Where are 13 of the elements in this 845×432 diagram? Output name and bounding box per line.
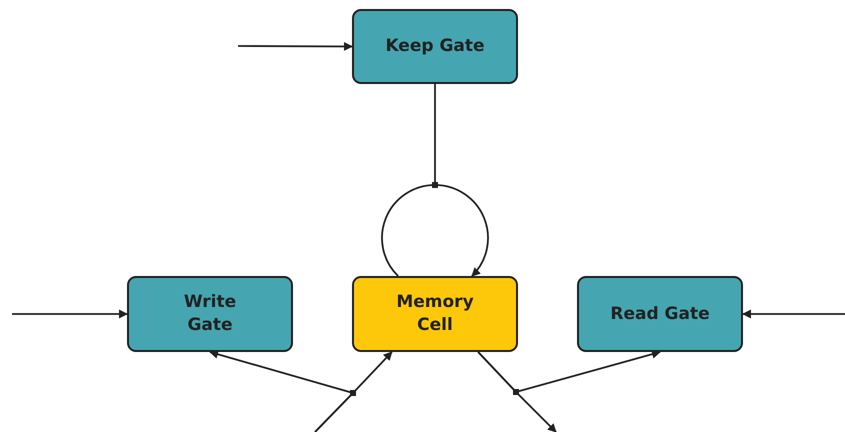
node-label: Memory Cell [395, 291, 475, 337]
node-label: Write Gate [182, 291, 238, 337]
arrow [478, 350, 661, 394]
arrow [434, 84, 489, 277]
node-label: Read Gate [610, 302, 710, 326]
arrow [12, 310, 128, 318]
arrow [238, 42, 353, 51]
gate-box [352, 9, 518, 84]
node-label: Keep Gate [385, 35, 485, 58]
arrow [742, 310, 845, 318]
memory-cell-box [352, 276, 518, 352]
gate-box [127, 276, 293, 352]
gate-box [577, 276, 743, 352]
